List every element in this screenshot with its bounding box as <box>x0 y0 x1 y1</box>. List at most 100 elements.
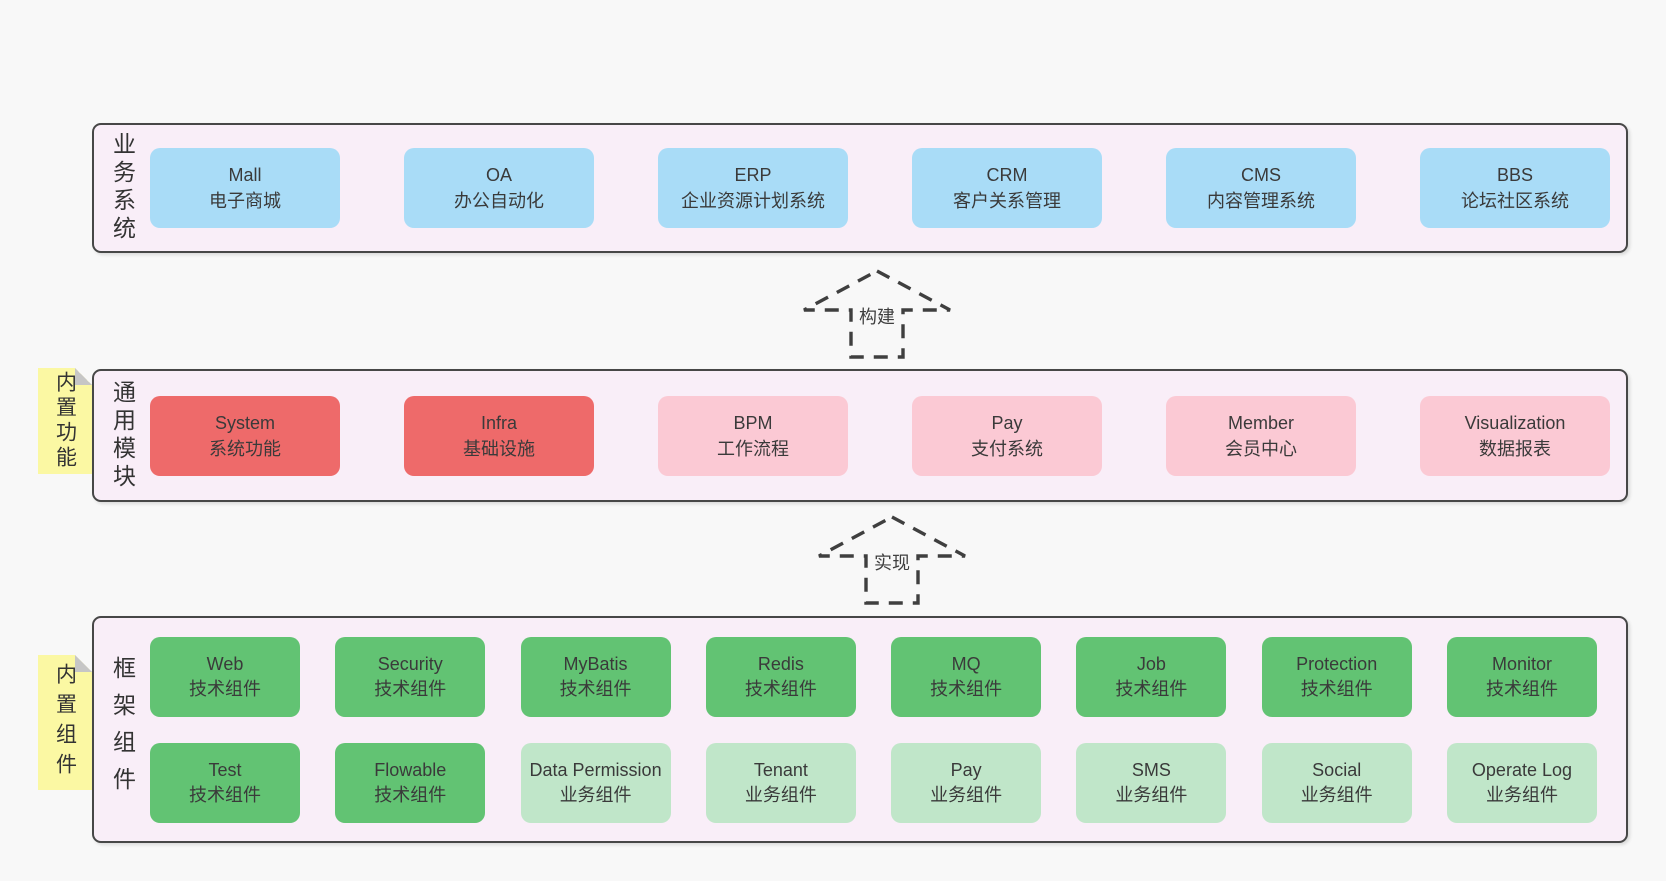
node-subtitle: 论坛社区系统 <box>1461 191 1569 211</box>
node-subtitle: 客户关系管理 <box>953 191 1061 211</box>
node-subtitle: 技术组件 <box>189 784 261 805</box>
component-row-1: Web 技术组件 Security 技术组件 MyBatis 技术组件 Redi… <box>150 636 1597 717</box>
node-title: Security <box>377 653 443 674</box>
layer-common-modules: 通用模块 System 系统功能 Infra 基础设施 BPM 工作流程 Pay… <box>92 369 1628 502</box>
node-subtitle: 业务组件 <box>1485 784 1558 805</box>
node-title: Pay <box>950 759 982 780</box>
sticky-note-built-in-components: 内置组件 <box>38 655 92 790</box>
node-visualization: Visualization 数据报表 <box>1420 395 1610 476</box>
node-subtitle: 技术组件 <box>744 678 817 699</box>
node-subtitle: 业务组件 <box>930 784 1003 805</box>
node-title: Protection <box>1296 653 1378 674</box>
node-subtitle: 技术组件 <box>930 678 1003 699</box>
node-subtitle: 系统功能 <box>209 438 281 459</box>
layer-framework-components: 框架组件 Web 技术组件 Security 技术组件 MyBatis 技术组件… <box>92 616 1628 843</box>
node-title: Flowable <box>374 759 447 780</box>
node-title: MyBatis <box>563 653 628 674</box>
node-title: Tenant <box>753 759 808 780</box>
node-data-permission: Data Permission 业务组件 <box>520 742 671 823</box>
node-subtitle: 技术组件 <box>1115 678 1188 699</box>
layer-business-systems: 业务系统 Mall 电子商城 OA 办公自动化 ERP 企业资源计划系统 CRM… <box>92 123 1628 253</box>
node-subtitle: 内容管理系统 <box>1207 191 1315 211</box>
node-operate-log: Operate Log 业务组件 <box>1446 742 1597 823</box>
node-cms: CMS 内容管理系统 <box>1166 148 1356 228</box>
node-title: Job <box>1136 653 1166 674</box>
node-redis: Redis 技术组件 <box>705 636 856 717</box>
node-bbs: BBS 论坛社区系统 <box>1420 148 1610 228</box>
node-title: System <box>214 412 275 433</box>
node-subtitle: 技术组件 <box>1485 678 1558 699</box>
node-tenant: Tenant 业务组件 <box>705 742 856 823</box>
node-subtitle: 数据报表 <box>1479 438 1551 459</box>
node-member: Member 会员中心 <box>1166 395 1356 476</box>
node-security: Security 技术组件 <box>335 636 486 717</box>
component-row-2: Test 技术组件 Flowable 技术组件 Data Permission … <box>150 742 1597 823</box>
node-title: Visualization <box>1464 412 1566 433</box>
node-erp: ERP 企业资源计划系统 <box>658 148 848 228</box>
dashed-up-arrow-icon <box>818 515 966 605</box>
node-subtitle: 企业资源计划系统 <box>681 191 825 211</box>
node-mall: Mall 电子商城 <box>150 148 340 228</box>
node-subtitle: 技术组件 <box>189 678 261 699</box>
node-title: CRM <box>986 165 1028 185</box>
node-title: Infra <box>480 412 518 433</box>
node-title: Monitor <box>1491 653 1552 674</box>
node-subtitle: 技术组件 <box>374 678 447 699</box>
node-title: Test <box>208 759 242 780</box>
node-title: OA <box>485 165 512 185</box>
node-mq: MQ 技术组件 <box>891 636 1042 717</box>
node-title: CMS <box>1241 165 1281 185</box>
node-infra: Infra 基础设施 <box>404 395 594 476</box>
node-title: SMS <box>1131 759 1171 780</box>
up-arrow-build: 构建 <box>801 268 953 360</box>
node-subtitle: 业务组件 <box>1300 784 1373 805</box>
node-bpm: BPM 工作流程 <box>658 395 848 476</box>
node-title: Redis <box>757 653 804 674</box>
node-subtitle: 技术组件 <box>559 678 632 699</box>
node-subtitle: 基础设施 <box>463 438 535 459</box>
node-title: Member <box>1227 412 1294 433</box>
arrow-implement-label: 实现 <box>871 548 913 576</box>
node-crm: CRM 客户关系管理 <box>912 148 1102 228</box>
node-subtitle: 业务组件 <box>744 784 817 805</box>
node-social: Social 业务组件 <box>1261 742 1412 823</box>
node-title: Social <box>1312 759 1362 780</box>
node-protection: Protection 技术组件 <box>1261 636 1412 717</box>
node-pay-component: Pay 业务组件 <box>891 742 1042 823</box>
node-subtitle: 业务组件 <box>559 784 632 805</box>
node-test: Test 技术组件 <box>150 742 300 823</box>
node-title: BPM <box>733 412 773 433</box>
node-subtitle: 技术组件 <box>1300 678 1373 699</box>
node-title: Pay <box>991 412 1023 433</box>
node-oa: OA 办公自动化 <box>404 148 594 228</box>
node-system: System 系统功能 <box>150 395 340 476</box>
node-title: Mall <box>228 165 262 185</box>
node-web: Web 技术组件 <box>150 636 300 717</box>
up-arrow-implement: 实现 <box>816 514 968 606</box>
layer-framework-components-label: 框架组件 <box>109 655 136 804</box>
layer-common-modules-label: 通用模块 <box>109 379 136 492</box>
node-title: BBS <box>1496 165 1534 185</box>
common-module-nodes: System 系统功能 Infra 基础设施 BPM 工作流程 Pay 支付系统… <box>150 371 1610 500</box>
node-sms: SMS 业务组件 <box>1076 742 1227 823</box>
node-subtitle: 支付系统 <box>971 438 1043 459</box>
node-subtitle: 业务组件 <box>1115 784 1188 805</box>
node-title: Data Permission <box>529 759 662 780</box>
business-system-nodes: Mall 电子商城 OA 办公自动化 ERP 企业资源计划系统 CRM 客户关系… <box>150 125 1610 251</box>
framework-component-nodes: Web 技术组件 Security 技术组件 MyBatis 技术组件 Redi… <box>150 618 1597 841</box>
node-title: Web <box>206 653 244 674</box>
layer-business-systems-label: 业务系统 <box>109 132 136 244</box>
node-subtitle: 技术组件 <box>374 784 447 805</box>
node-subtitle: 电子商城 <box>209 191 281 211</box>
node-flowable: Flowable 技术组件 <box>335 742 486 823</box>
node-subtitle: 办公自动化 <box>454 191 544 211</box>
sticky-note-built-in-functions: 内置功能 <box>38 368 92 474</box>
node-pay-system: Pay 支付系统 <box>912 395 1102 476</box>
node-mybatis: MyBatis 技术组件 <box>520 636 671 717</box>
node-job: Job 技术组件 <box>1076 636 1227 717</box>
node-title: ERP <box>734 165 772 185</box>
dashed-up-arrow-icon <box>803 269 951 359</box>
node-subtitle: 工作流程 <box>717 438 789 459</box>
node-subtitle: 会员中心 <box>1225 438 1297 459</box>
